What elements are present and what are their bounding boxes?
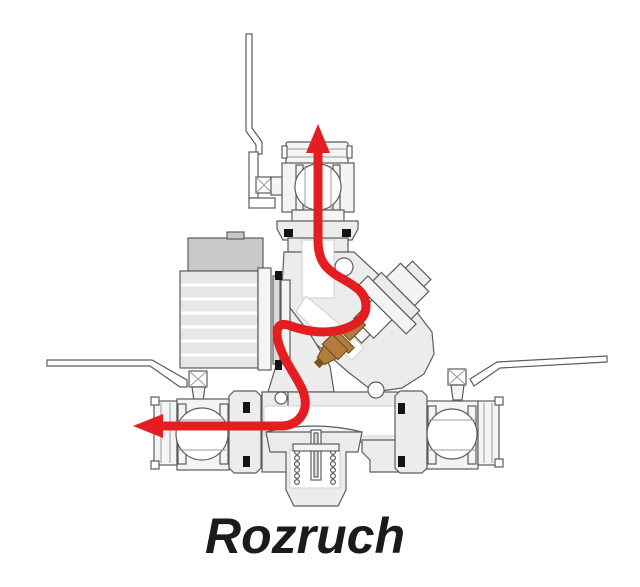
- right-union-seal: [398, 403, 405, 414]
- top-valve-handle: [245, 33, 263, 155]
- right-valve-stem: [450, 384, 465, 401]
- diagram-caption: Rozruch: [205, 508, 405, 564]
- pump-motor: [179, 270, 259, 369]
- left-shutoff-valve: [46, 359, 262, 474]
- right-valve-packing-icon: [447, 368, 467, 386]
- bypass-check-valve: [265, 425, 363, 507]
- pump-terminal-box: [187, 237, 264, 272]
- bolt-hole-icon: [367, 381, 385, 399]
- flow-line: [160, 150, 371, 431]
- flow-arrow-up: [306, 124, 330, 153]
- right-valve-handle: [469, 355, 608, 387]
- pump-motor-fins: [181, 283, 257, 357]
- right-valve-ball: [426, 408, 478, 460]
- top-valve-handle-foot: [248, 197, 276, 209]
- left-union-seal: [243, 456, 250, 467]
- flow-path: [133, 124, 371, 438]
- right-shutoff-valve: [394, 355, 608, 474]
- right-pipe-fitting: [477, 400, 500, 466]
- right-union-seal: [398, 456, 405, 467]
- bolt-hole-icon: [274, 391, 288, 405]
- top-shutoff-valve: [245, 33, 359, 241]
- circulation-pump: [179, 231, 291, 371]
- top-valve-packing-icon: [255, 176, 273, 194]
- check-valve-spring-icon: [294, 449, 301, 486]
- left-valve-handle: [46, 359, 188, 388]
- left-valve-ball: [175, 407, 229, 461]
- left-union-seal: [243, 402, 250, 413]
- left-valve-packing-icon: [188, 370, 208, 388]
- top-union-seal: [342, 229, 351, 237]
- top-union-seal: [284, 229, 293, 237]
- flow-arrow-left: [133, 414, 163, 438]
- left-union-nut: [228, 390, 262, 474]
